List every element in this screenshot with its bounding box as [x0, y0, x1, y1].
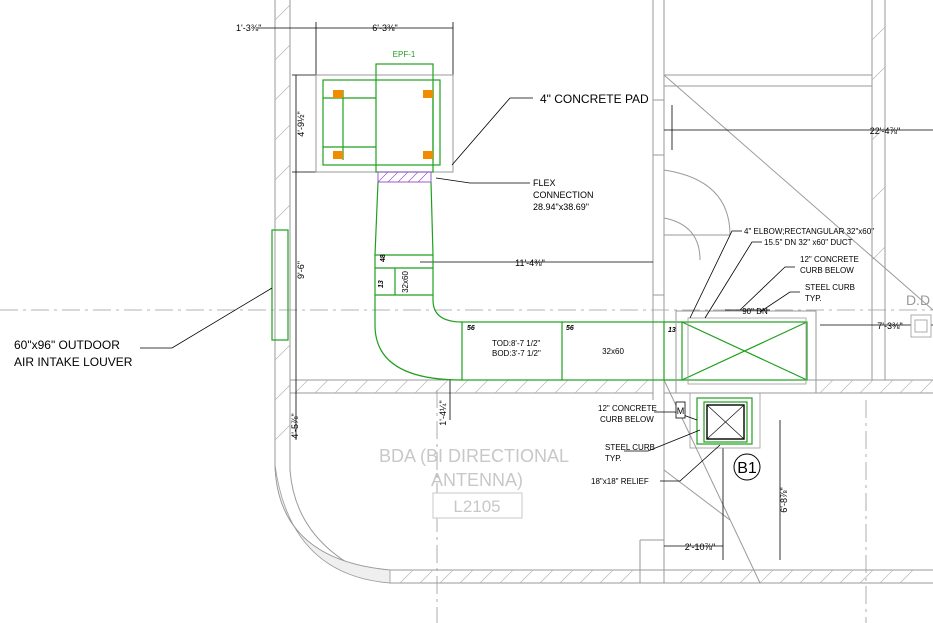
- dim-right-middle: 7'-3⅜": [877, 321, 902, 331]
- building-walls: [274, 0, 933, 584]
- duct-bod: BOD:3'-7 1/2": [492, 349, 541, 358]
- duct-num-56-a: 56: [467, 325, 475, 332]
- room-number: L2105: [453, 497, 500, 516]
- dim-top-left: 1'-3⅜": [236, 23, 261, 33]
- room-name-2: ANTENNA): [431, 470, 523, 490]
- dim-bottom-right: 2'-10⅞": [685, 542, 715, 552]
- isolator-mount: [423, 151, 433, 159]
- steel-curb-right-1: STEEL CURB: [805, 283, 855, 292]
- isolator-mount: [333, 90, 343, 98]
- equipment-epf-1[interactable]: [322, 63, 441, 173]
- m-marker-label: M: [677, 406, 685, 416]
- duct-num-56-b: 56: [566, 325, 574, 332]
- dd-symbol: D.D: [906, 292, 932, 338]
- duct-num-48: 48: [380, 254, 387, 262]
- dd-label: D.D: [906, 292, 930, 308]
- duct-size-horizontal: 32x60: [602, 347, 624, 356]
- room-tag: BDA (BI DIRECTIONAL ANTENNA) L2105: [379, 446, 569, 519]
- relief-label: 18"x18" RELIEF: [591, 477, 649, 486]
- dn-90-label: 90" DN: [742, 307, 768, 316]
- dim-top-width: 6'-3⅜": [372, 23, 397, 33]
- dim-duct-horizontal: 11'-4⅜": [515, 258, 545, 268]
- elbow-label-2: 15.5" DN 32" x60" DUCT: [764, 238, 853, 247]
- duct-tod: TOD:8'-7 1/2": [492, 339, 540, 348]
- duct-text: 48 32x60 13 56 TOD:8'-7 1/2" BOD:3'-7 1/…: [378, 254, 676, 358]
- duct-num-13-left: 13: [378, 280, 385, 288]
- curb-right-label-1: 12" CONCRETE: [800, 255, 859, 264]
- annotation-text: EPF-1 4" CONCRETE PAD FLEX CONNECTION 28…: [14, 50, 874, 486]
- steel-curb-right-2: TYP.: [805, 294, 822, 303]
- louver-label-1: 60"x96" OUTDOOR: [14, 338, 120, 352]
- ductwork[interactable]: [374, 181, 808, 381]
- b1-marker[interactable]: B1: [733, 453, 761, 481]
- equipment-tag: EPF-1: [393, 50, 416, 59]
- m-marker: M: [675, 401, 686, 419]
- flex-label-2: CONNECTION: [533, 190, 594, 200]
- isolator-mount: [423, 90, 433, 98]
- concrete-pad-label: 4" CONCRETE PAD: [540, 92, 649, 106]
- air-intake-louver[interactable]: [271, 229, 289, 341]
- dimension-lines: [258, 22, 933, 560]
- dim-left-upper: 4'-9½": [296, 111, 306, 136]
- leader-lines: [140, 97, 800, 482]
- flex-connection[interactable]: [377, 171, 432, 183]
- steel-curb-lower-2: TYP.: [605, 454, 622, 463]
- dim-right-upper: 22'-4⅞": [870, 126, 900, 136]
- dim-lower-center: 1'-4¼": [438, 400, 448, 425]
- louver-label-2: AIR INTAKE LOUVER: [14, 355, 133, 369]
- elbow-label-1: 4" ELBOW;RECTANGULAR 32"x60": [744, 227, 874, 236]
- duct-num-13-right: 13: [668, 327, 676, 334]
- room-name-1: BDA (BI DIRECTIONAL: [379, 446, 569, 466]
- steel-curb-lower-1: STEEL CURB: [605, 443, 655, 452]
- curb-right-label-2: CURB BELOW: [800, 266, 854, 275]
- dim-left-lower: 4'-5⅞": [290, 413, 300, 438]
- dim-right-vertical: 6'-8⅞": [779, 487, 789, 512]
- center-lines: [0, 309, 933, 623]
- duct-size-vertical: 32x60: [401, 271, 410, 293]
- dimension-text: 1'-3⅜" 6'-3⅜" 4'-9½" 9'-6" 4'-5⅞" 11'-4⅜…: [236, 23, 903, 552]
- dim-left-middle: 9'-6": [296, 261, 306, 279]
- curb-lower-label-2: CURB BELOW: [600, 415, 654, 424]
- flex-label-1: FLEX: [533, 178, 556, 188]
- flex-label-3: 28.94"x38.69": [533, 202, 589, 212]
- room-number-box: [432, 492, 523, 519]
- b1-marker-label: B1: [737, 460, 757, 477]
- relief-hood[interactable]: [689, 392, 761, 449]
- isolator-mount: [333, 151, 343, 159]
- curb-lower-label-1: 12" CONCRETE: [598, 404, 657, 413]
